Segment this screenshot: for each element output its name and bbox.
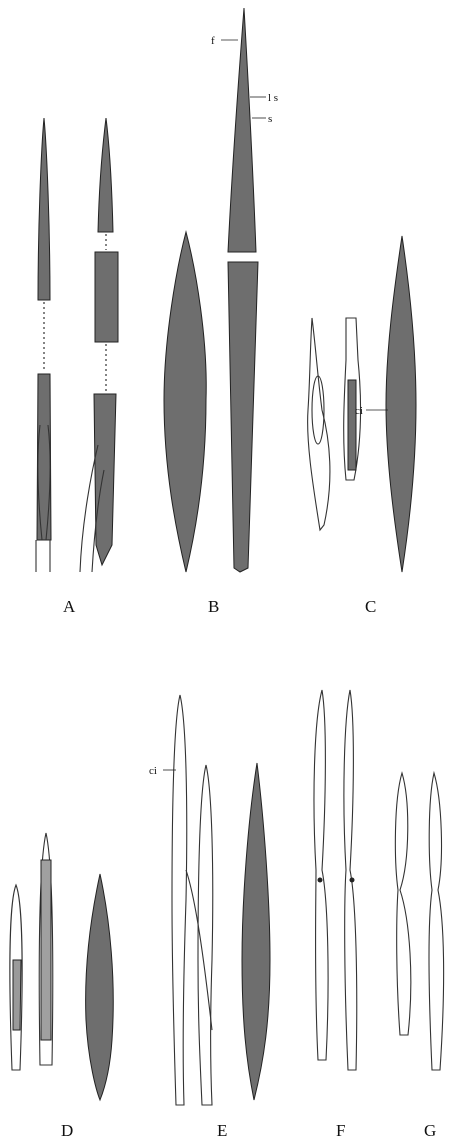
c-valve-view — [386, 236, 416, 572]
a-cell-2-lower — [94, 394, 116, 565]
panel-f-drawings — [314, 690, 357, 1070]
b-label-s: s — [268, 113, 272, 125]
e-cell-outline-2 — [198, 765, 213, 1105]
c-cell-2-chloroplast — [348, 380, 356, 470]
g-cell-2 — [429, 773, 444, 1070]
b-girdle-upper — [228, 8, 256, 252]
d-cell-chain-2-fill — [41, 860, 51, 1040]
f-junction-1 — [318, 878, 323, 883]
a-cell-1-lower — [37, 374, 51, 540]
b-label-ls: l s — [268, 92, 278, 104]
a-cell-2-middle — [95, 252, 118, 342]
d-valve-view — [86, 874, 114, 1100]
e-cell-outline-1 — [172, 695, 187, 1105]
panel-e-drawings: ci — [149, 695, 270, 1105]
a-cell-2-upper — [98, 118, 113, 232]
panel-label-d: D — [61, 1121, 73, 1140]
d-cell-chain-1-fill — [13, 960, 21, 1030]
panel-label-g: G — [424, 1121, 436, 1140]
panel-label-a: A — [63, 597, 76, 616]
panel-label-b: B — [208, 597, 219, 616]
panel-label-c: C — [365, 597, 376, 616]
f-junction-2 — [350, 878, 355, 883]
e-valve-view — [242, 763, 270, 1100]
g-cell-1 — [395, 773, 410, 1035]
panel-label-e: E — [217, 1121, 227, 1140]
b-valve-view — [164, 232, 206, 572]
b-girdle-lower — [228, 262, 258, 572]
b-label-f: f — [211, 35, 215, 47]
panel-c-drawings: ci — [308, 236, 416, 572]
panel-a-drawings — [36, 118, 118, 572]
panel-b-drawings: f l s s — [164, 8, 278, 572]
panel-label-f: F — [336, 1121, 345, 1140]
f-cell-1 — [314, 690, 328, 1060]
panel-g-drawings — [395, 773, 443, 1070]
panel-d-drawings — [10, 833, 113, 1100]
c-cell-outline-1 — [308, 318, 330, 530]
e-label-ci: ci — [149, 765, 157, 777]
a-cell-1-upper — [38, 118, 50, 300]
c-label-ci: ci — [355, 405, 363, 417]
